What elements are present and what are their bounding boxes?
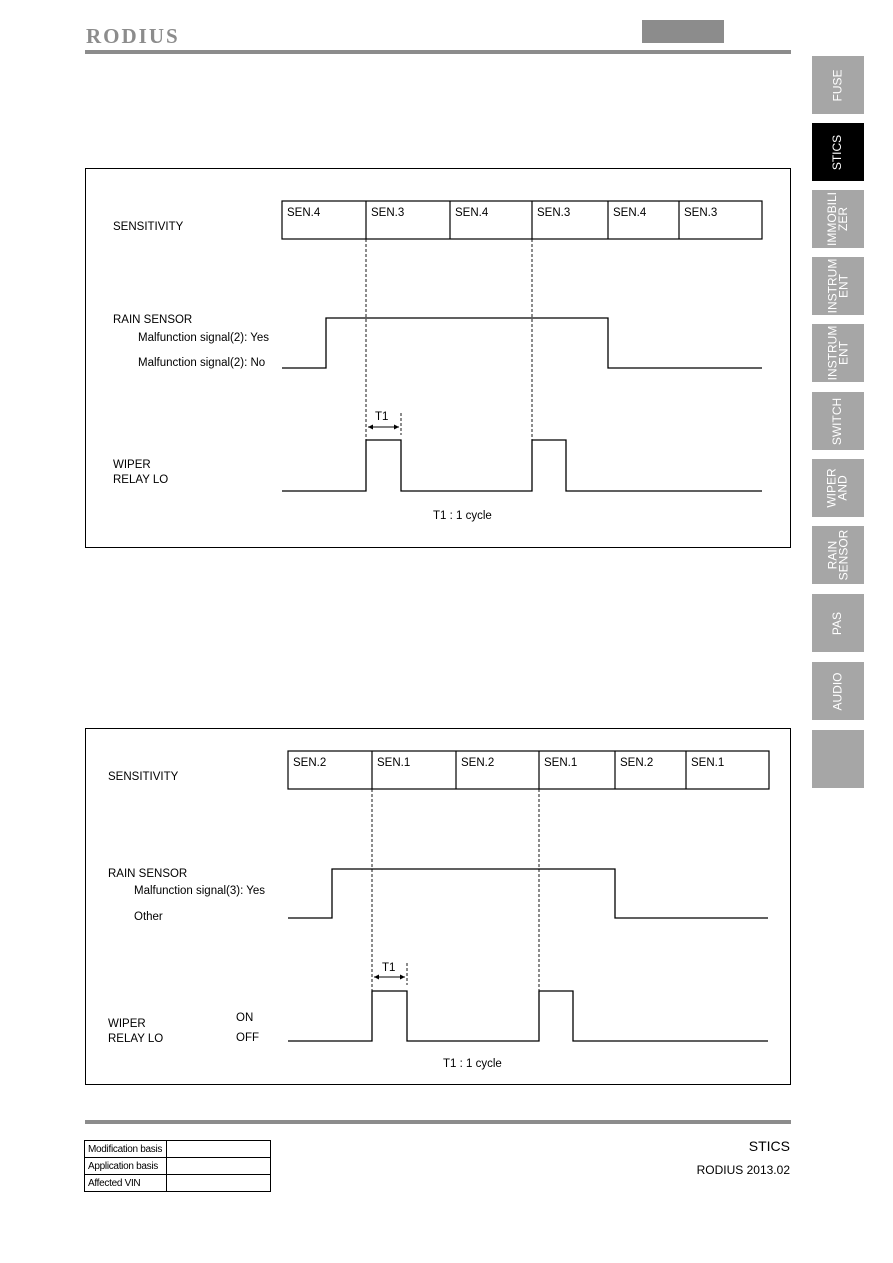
sensitivity-row [287, 750, 770, 790]
tab-pas[interactable]: PAS [812, 594, 864, 652]
rain-sensor-waveform [282, 317, 762, 369]
sensitivity-label: SENSITIVITY [113, 221, 184, 233]
t1-arrowhead-left [374, 974, 379, 980]
sen-cell: SEN.1 [691, 757, 724, 769]
table-key: Application basis [84, 1157, 167, 1175]
cycle-caption: T1 : 1 cycle [443, 1058, 502, 1070]
sen-cell: SEN.3 [537, 207, 570, 219]
tab-wiper[interactable]: WIPER AND [812, 459, 864, 517]
tab-label: AUDIO [830, 671, 845, 711]
tab-blank[interactable] [812, 730, 864, 788]
tab-instrument-1[interactable]: INSTRUM ENT [812, 257, 864, 315]
sen-cell: SEN.3 [371, 207, 404, 219]
off-label: OFF [236, 1032, 259, 1044]
tab-label: INSTRUM ENT [825, 258, 851, 314]
timing-diagram-1-svg: SENSITIVITY SEN.4 SEN.3 SEN.4 SEN.3 SEN.… [113, 200, 763, 522]
rain-sensor-label: RAIN SENSOR [108, 868, 187, 880]
footer-rule [85, 1120, 791, 1124]
level-high-label: Malfunction signal(3): Yes [134, 885, 265, 897]
footer-model-code: RODIUS 2013.02 [696, 1163, 790, 1177]
sen-cell: SEN.1 [544, 757, 577, 769]
table-value [166, 1157, 271, 1175]
cycle-caption: T1 : 1 cycle [433, 510, 492, 522]
tab-stics[interactable]: STICS [812, 123, 864, 181]
tab-audio[interactable]: AUDIO [812, 662, 864, 720]
table-row: Application basis [84, 1157, 271, 1175]
wiper-relay-waveform [282, 439, 762, 492]
sensitivity-row [281, 200, 763, 240]
t1-label: T1 [375, 411, 388, 423]
wiper-label: WIPER [108, 1018, 146, 1030]
sen-cell: SEN.2 [293, 757, 326, 769]
tab-label: FUSE [830, 68, 845, 102]
sen-cell: SEN.4 [287, 207, 321, 219]
t1-label: T1 [382, 962, 395, 974]
sen-cell: SEN.3 [684, 207, 717, 219]
header-rule [85, 50, 791, 54]
tab-label: PAS [830, 611, 845, 635]
sen-cell: SEN.1 [377, 757, 410, 769]
level-high-label: Malfunction signal(2): Yes [138, 332, 269, 344]
relay-lo-label: RELAY LO [108, 1033, 163, 1045]
t1-arrowhead-right [400, 974, 405, 980]
tab-label: RAIN SENSOR [825, 529, 850, 581]
wiper-label: WIPER [113, 459, 151, 471]
on-label: ON [236, 1012, 253, 1024]
sen-cell: SEN.4 [455, 207, 489, 219]
tab-label: STICS [830, 134, 845, 170]
level-low-label: Malfunction signal(2): No [138, 357, 265, 369]
sen-cell: SEN.4 [613, 207, 647, 219]
table-key: Affected VIN [84, 1174, 167, 1192]
tab-label: INSTRUM ENT [825, 325, 851, 381]
table-value [166, 1174, 271, 1192]
sen-cell: SEN.2 [620, 757, 653, 769]
rain-sensor-waveform [288, 868, 768, 919]
table-row: Affected VIN [84, 1174, 271, 1192]
sensitivity-label: SENSITIVITY [108, 771, 179, 783]
tab-label: WIPER AND [825, 468, 850, 508]
wiper-relay-waveform [288, 990, 768, 1042]
timing-diagram-2: SENSITIVITY SEN.2 SEN.1 SEN.2 SEN.1 SEN.… [85, 728, 791, 1085]
tab-fuse[interactable]: FUSE [812, 56, 864, 114]
brand-logo: RODIUS [86, 24, 180, 48]
t1-arrowhead-left [368, 424, 373, 430]
tab-rain-sensor[interactable]: RAIN SENSOR [812, 526, 864, 584]
tab-switch[interactable]: SWITCH [812, 392, 864, 450]
revision-table: Modification basis Application basis Aff… [84, 1140, 271, 1192]
tab-label: IMMOBILI ZER [825, 191, 851, 247]
table-value [166, 1140, 271, 1158]
rain-sensor-label: RAIN SENSOR [113, 314, 192, 326]
tab-label: SWITCH [830, 397, 845, 445]
table-key: Modification basis [84, 1140, 167, 1158]
timing-diagram-2-svg: SENSITIVITY SEN.2 SEN.1 SEN.2 SEN.1 SEN.… [108, 750, 770, 1070]
header-gray-block [642, 20, 724, 43]
tab-instrument-2[interactable]: INSTRUM ENT [812, 324, 864, 382]
tab-immobilizer[interactable]: IMMOBILI ZER [812, 190, 864, 248]
footer-section-name: STICS [748, 1138, 790, 1154]
t1-arrowhead-right [394, 424, 399, 430]
timing-diagram-1: SENSITIVITY SEN.4 SEN.3 SEN.4 SEN.3 SEN.… [85, 168, 791, 548]
table-row: Modification basis [84, 1140, 271, 1158]
sen-cell: SEN.2 [461, 757, 494, 769]
level-low-label: Other [134, 911, 163, 923]
relay-lo-label: RELAY LO [113, 474, 168, 486]
